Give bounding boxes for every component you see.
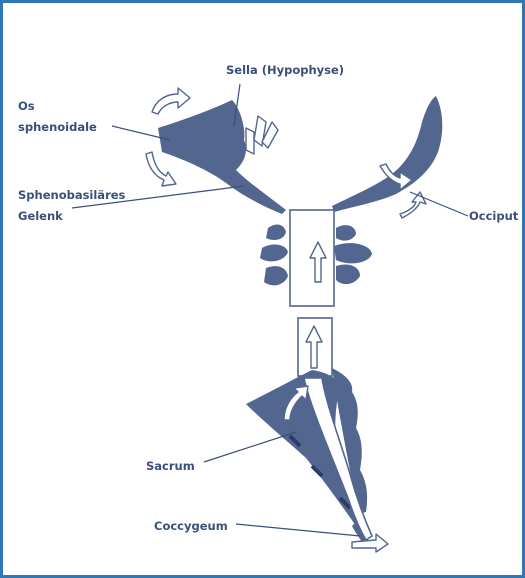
arrow-up-icon xyxy=(246,128,254,154)
label-occiput: Occiput xyxy=(469,209,519,223)
rotation-arrow-icon xyxy=(400,192,426,218)
label-os-line1: Os xyxy=(18,99,35,113)
label-os-line2: sphenoidale xyxy=(18,120,97,134)
label-sphenobasilar-line2: Gelenk xyxy=(18,209,63,223)
label-sphenobasilar-line1: Sphenobasiläres xyxy=(18,188,126,202)
sphenoid-bone xyxy=(158,100,286,214)
vertebra-right-lower xyxy=(336,264,360,284)
rotation-arrow-icon xyxy=(152,88,190,114)
label-coccygeum: Coccygeum xyxy=(154,519,228,533)
rotation-arrow-icon xyxy=(146,152,176,186)
occiput-bone xyxy=(332,96,442,212)
vertebra-left-lower xyxy=(264,266,288,285)
label-sella: Sella (Hypophyse) xyxy=(226,63,344,77)
leader-line-coccygeum xyxy=(236,524,360,536)
vertebra-right-middle xyxy=(334,243,372,263)
vertebra-left-middle xyxy=(260,245,288,262)
vertebra-right-upper xyxy=(336,225,356,241)
label-sacrum: Sacrum xyxy=(146,459,195,473)
vertebra-left-upper xyxy=(266,225,286,240)
leader-line-sacrum xyxy=(204,432,296,462)
